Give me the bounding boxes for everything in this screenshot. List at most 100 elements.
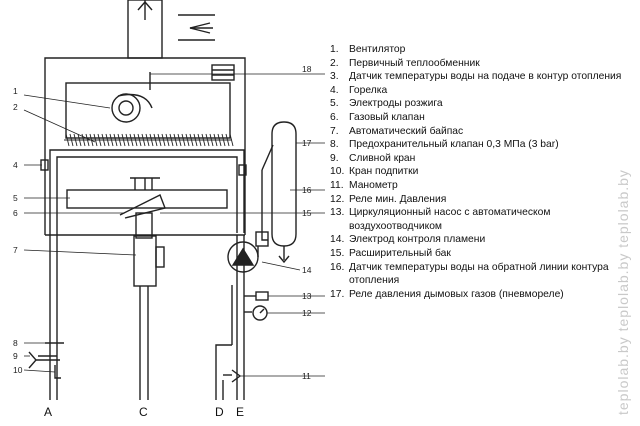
fin — [145, 133, 150, 147]
legend-number: 12. — [330, 193, 345, 205]
legend-item: 3.Датчик температуры воды на подаче в ко… — [330, 70, 630, 84]
fin — [137, 133, 142, 147]
legend-text: Предохранительный клапан 0,3 МПа (3 bar) — [349, 139, 559, 151]
fin — [221, 133, 226, 147]
fin — [209, 133, 214, 147]
legend-item: 12. Реле мин. Давления — [330, 193, 630, 207]
legend-number: 13. — [330, 207, 345, 219]
callout-16: 16 — [302, 185, 312, 195]
legend-text: Автоматический байпас — [349, 125, 464, 137]
callout-5: 5 — [13, 193, 18, 203]
legend-item: 16. Датчик температуры воды на обратной л… — [330, 261, 630, 288]
fin — [197, 133, 202, 147]
fin — [205, 133, 210, 147]
legend-item: 2.Первичный теплообменник — [330, 57, 630, 71]
legend-number: 11. — [330, 179, 344, 191]
legend-text: Манометр — [349, 179, 398, 191]
legend-number: 5. — [330, 98, 339, 110]
legend-item: 9.Сливной кран — [330, 152, 630, 166]
legend-item: 11. Манометр — [330, 179, 630, 193]
fin — [129, 133, 134, 147]
legend-text: Датчик температуры воды на обратной лини… — [349, 261, 609, 287]
fin — [229, 133, 234, 147]
legend-number: 1. — [330, 44, 339, 55]
callout-1: 1 — [13, 86, 18, 96]
legend-text: Циркуляционный насос с автоматическом во… — [349, 207, 551, 232]
connection-a: A — [44, 405, 52, 419]
fin — [133, 133, 138, 147]
legend-item: 15.Расширительный бак — [330, 247, 630, 261]
fin — [185, 133, 190, 147]
fin — [217, 133, 222, 147]
legend-text: Реле давления дымовых газов (пневмореле) — [349, 288, 564, 300]
burner — [66, 177, 228, 209]
flue-pipe — [127, 0, 215, 59]
connection-c: C — [139, 405, 148, 419]
callout-17: 17 — [302, 138, 312, 148]
fin — [173, 133, 178, 147]
fin — [121, 133, 126, 147]
fin — [153, 133, 158, 147]
callout-7: 7 — [13, 245, 18, 255]
legend-text: Горелка — [349, 84, 388, 96]
legend-number: 16. — [330, 261, 345, 273]
fin — [105, 133, 110, 147]
fin — [93, 133, 98, 147]
legend-number: 10. — [330, 166, 345, 178]
return-temperature-sensor — [238, 164, 247, 176]
fin — [113, 133, 118, 147]
fin — [157, 133, 162, 147]
legend-number: 9. — [330, 152, 339, 164]
fin — [69, 133, 74, 147]
legend-item: 5.Электроды розжига — [330, 97, 630, 111]
fin — [77, 133, 82, 147]
legend-item: 1.Вентилятор — [330, 43, 630, 57]
fin — [97, 133, 102, 147]
fan — [111, 93, 153, 123]
fin — [141, 133, 146, 147]
callout-4: 4 — [13, 160, 18, 170]
fin — [225, 133, 230, 147]
fin — [125, 133, 130, 147]
callout-18: 18 — [302, 64, 312, 74]
legend-item: 13. Циркуляционный насос с автоматическом… — [330, 206, 630, 233]
gas-valve-group — [119, 194, 166, 400]
legend-text: Первичный теплообменник — [349, 57, 480, 69]
fin — [73, 133, 78, 147]
callout-leaders — [23, 73, 325, 377]
legend-number: 8. — [330, 139, 339, 151]
legend-number: 7. — [330, 125, 339, 137]
fin — [85, 133, 90, 147]
callout-14: 14 — [302, 265, 312, 275]
fin — [65, 133, 70, 147]
legend-text: Газовый клапан — [349, 111, 425, 123]
legend-text: Реле мин. Давления — [349, 193, 447, 205]
legend-item: 17.Реле давления дымовых газов (пневморе… — [330, 288, 630, 302]
callout-8: 8 — [13, 338, 18, 348]
callout-6: 6 — [13, 208, 18, 218]
legend-text: Кран подпитки — [349, 166, 419, 178]
legend-item: 4. Горелка — [330, 84, 630, 98]
legend-number: 4. — [330, 84, 339, 96]
callout-15: 15 — [302, 208, 312, 218]
callout-13: 13 — [302, 291, 312, 301]
legend-item: 7. Автоматический байпас — [330, 125, 630, 139]
watermark: teplolab.by teplolab.by teplolab.by — [615, 169, 631, 415]
heat-exchanger-fins — [65, 133, 234, 147]
fin — [201, 133, 206, 147]
fin — [193, 133, 198, 147]
fin — [165, 133, 170, 147]
legend-number: 3. — [330, 71, 339, 83]
callout-11: 11 — [302, 371, 311, 381]
fin — [101, 133, 106, 147]
callout-9: 9 — [13, 351, 18, 361]
circulation-pump — [227, 231, 269, 273]
legend-item: 8. Предохранительный клапан 0,3 МПа (3 ba… — [330, 138, 630, 152]
legend-text: Расширительный бак — [349, 247, 451, 259]
boiler-casing — [44, 57, 246, 236]
legend-item: 14.Электрод контроля пламени — [330, 233, 630, 247]
fin — [109, 133, 114, 147]
pressure-switch — [149, 64, 235, 90]
